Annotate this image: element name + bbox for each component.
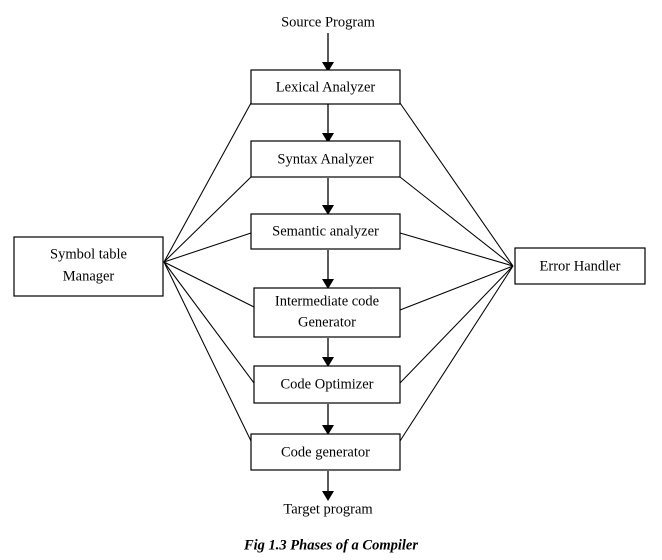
arrowhead-code-optimizer xyxy=(322,357,334,367)
connector-symbol-table-to-lexical-analyzer xyxy=(163,102,252,263)
connector-intermediate-code-generator-to-error-handler xyxy=(399,265,514,311)
code-generator-label: Code generator xyxy=(281,444,370,460)
side-box-symbol-table-manager[interactable]: Symbol table Manager xyxy=(13,236,164,297)
lexical-analyzer-box[interactable] xyxy=(250,69,401,105)
symbol-table-manager-label-line2: Manager xyxy=(63,268,115,284)
intermediate-code-generator-label-line1: Intermediate code xyxy=(275,293,379,309)
lexical-analyzer-label: Lexical Analyzer xyxy=(276,79,376,95)
code-generator-box[interactable] xyxy=(250,433,401,471)
phase-box-code-optimizer[interactable]: Code Optimizer xyxy=(253,365,401,404)
semantic-analyzer-label: Semantic analyzer xyxy=(272,223,379,239)
arrowhead-lexical-analyzer xyxy=(322,62,334,72)
connector-symbol-table-to-intermediate-code-generator xyxy=(163,261,255,308)
arrowhead-intermediate-code-generator xyxy=(322,279,334,289)
error-handler-connector-group xyxy=(399,102,514,442)
connector-code-optimizer-to-error-handler xyxy=(399,265,514,384)
intermediate-code-generator-box[interactable] xyxy=(253,287,401,338)
semantic-analyzer-box[interactable] xyxy=(250,213,401,250)
phase-box-semantic-analyzer[interactable]: Semantic analyzer xyxy=(250,213,401,250)
figure-caption: Fig 1.3 Phases of a Compiler xyxy=(243,537,418,553)
error-handler-box[interactable] xyxy=(514,247,646,285)
error-handler-label: Error Handler xyxy=(540,258,621,274)
intermediate-code-generator-label-line2: Generator xyxy=(298,314,356,330)
phase-box-lexical-analyzer[interactable]: Lexical Analyzer xyxy=(250,69,401,105)
syntax-analyzer-label: Syntax Analyzer xyxy=(277,151,373,167)
code-optimizer-box[interactable] xyxy=(253,365,401,404)
code-optimizer-label: Code Optimizer xyxy=(280,376,373,392)
arrowhead-syntax-analyzer xyxy=(322,133,334,143)
connector-symbol-table-to-code-optimizer xyxy=(163,261,255,384)
connector-semantic-analyzer-to-error-handler xyxy=(399,232,514,267)
main-flow-arrows xyxy=(322,33,334,501)
connector-code-generator-to-error-handler xyxy=(399,265,514,442)
arrowhead-semantic-analyzer xyxy=(322,205,334,215)
connector-syntax-analyzer-to-error-handler xyxy=(399,176,514,267)
arrowhead-target-program xyxy=(322,491,334,501)
symbol-table-manager-box[interactable] xyxy=(13,236,164,297)
symbol-table-manager-label-line1: Symbol table xyxy=(50,246,127,262)
connector-symbol-table-to-semantic-analyzer xyxy=(163,232,252,263)
connector-symbol-table-to-syntax-analyzer xyxy=(163,176,252,263)
connector-lexical-analyzer-to-error-handler xyxy=(399,102,514,267)
syntax-analyzer-box[interactable] xyxy=(250,140,401,178)
phase-box-syntax-analyzer[interactable]: Syntax Analyzer xyxy=(250,140,401,178)
source-program-label: Source Program xyxy=(281,14,376,30)
phase-box-intermediate-code-generator[interactable]: Intermediate code Generator xyxy=(253,287,401,338)
target-program-label: Target program xyxy=(283,501,373,517)
phase-box-code-generator[interactable]: Code generator xyxy=(250,433,401,471)
symbol-table-connector-group xyxy=(163,102,255,442)
side-box-error-handler[interactable]: Error Handler xyxy=(514,247,646,285)
connector-symbol-table-to-code-generator xyxy=(163,261,252,442)
arrowhead-code-generator xyxy=(322,425,334,435)
